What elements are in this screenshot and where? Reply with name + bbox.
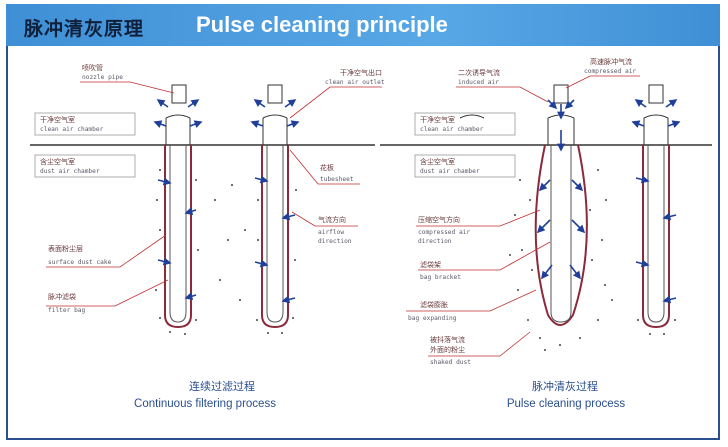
svg-text:花板: 花板 (320, 163, 334, 172)
svg-text:喷吹管: 喷吹管 (82, 63, 103, 72)
label-filter-bag: 脉冲滤袋 filter bag (46, 279, 169, 314)
label-airflow-direction: 气流方向 airflow direction (291, 211, 358, 245)
caption-pulse-cn: 脉冲清灰过程 (532, 379, 598, 393)
svg-text:induced air: induced air (458, 79, 499, 86)
svg-text:脉冲滤袋: 脉冲滤袋 (48, 292, 76, 301)
caption-continuous-cn: 连续过滤过程 (189, 379, 255, 393)
svg-text:compressed air: compressed air (418, 229, 470, 236)
svg-text:高速脉冲气流: 高速脉冲气流 (590, 57, 632, 66)
svg-text:dust air chamber: dust air chamber (420, 168, 480, 175)
title-bar: 脉冲清灰原理 Pulse cleaning principle (6, 4, 720, 46)
label-tubesheet: 花板 tubesheet (289, 149, 360, 185)
svg-text:clean air chamber: clean air chamber (40, 126, 104, 133)
nozzle-left-1 (165, 84, 191, 145)
svg-text:二次诱导气流: 二次诱导气流 (458, 68, 500, 77)
label-dust-air-chamber-right: 含尘空气室 dust air chamber (414, 154, 516, 178)
label-clean-air-chamber-left: 干净空气室 clean air chamber (34, 112, 136, 136)
airflow-arrows-left-1 (153, 99, 203, 300)
label-shaked-dust: 被抖落气流 外面的粉尘 shaked dust (428, 331, 531, 366)
svg-text:clean air chamber: clean air chamber (420, 126, 484, 133)
airflow-arrows-left-2 (250, 99, 300, 304)
svg-text:filter bag: filter bag (48, 307, 86, 314)
svg-text:direction: direction (318, 238, 352, 245)
label-clean-air-outlet: 干净空气出口 clean air outlet (289, 68, 385, 119)
dust-particles-left (155, 169, 297, 335)
svg-text:干净空气出口: 干净空气出口 (340, 68, 382, 77)
filter-bag-right (642, 145, 670, 329)
label-compressed-air-direction: 压缩空气方向 compressed air direction (416, 209, 541, 245)
label-surface-dust-cake: 表面粉尘层 surface dust cake (46, 234, 167, 268)
svg-text:bag expanding: bag expanding (408, 315, 457, 322)
label-bag-expanding: 滤袋膨胀 bag expanding (406, 289, 537, 322)
svg-text:含尘空气室: 含尘空气室 (40, 157, 75, 166)
svg-text:shaked dust: shaked dust (430, 359, 471, 366)
svg-text:compressed air: compressed air (584, 68, 636, 75)
caption-continuous-en: Continuous filtering process (134, 398, 276, 410)
svg-text:含尘空气室: 含尘空气室 (420, 157, 455, 166)
airflow-arrows-right-far (631, 99, 681, 304)
svg-text:nozzle pipe: nozzle pipe (82, 74, 123, 81)
svg-text:tubesheet: tubesheet (320, 176, 354, 183)
svg-text:滤袋膨胀: 滤袋膨胀 (420, 300, 448, 309)
svg-text:干净空气室: 干净空气室 (420, 115, 455, 124)
nozzle-right-center (547, 84, 575, 145)
title-english: Pulse cleaning principle (196, 12, 448, 37)
svg-text:direction: direction (418, 238, 452, 245)
label-dust-air-chamber-left: 含尘空气室 dust air chamber (34, 154, 136, 178)
filter-bag-left-1 (164, 145, 192, 329)
nozzle-right-left (459, 114, 485, 119)
nozzle-left-2 (262, 84, 288, 145)
label-clean-air-chamber-right: 干净空气室 clean air chamber (414, 112, 516, 136)
svg-text:被抖落气流: 被抖落气流 (430, 335, 465, 344)
caption-pulse-en: Pulse cleaning process (507, 398, 626, 410)
diagram-frame (6, 4, 720, 440)
svg-text:气流方向: 气流方向 (318, 215, 346, 224)
svg-text:滤袋架: 滤袋架 (420, 260, 441, 269)
filter-bag-expanding (534, 144, 588, 326)
label-compressed-air: 高速脉冲气流 compressed air (565, 57, 640, 89)
title-chinese: 脉冲清灰原理 (24, 18, 145, 40)
svg-text:clean air outlet: clean air outlet (325, 79, 385, 86)
svg-text:干净空气室: 干净空气室 (40, 115, 75, 124)
filter-bag-left-2 (261, 145, 289, 329)
label-induced-air: 二次诱导气流 induced air (456, 68, 549, 103)
svg-text:dust air chamber: dust air chamber (40, 168, 100, 175)
svg-text:表面粉尘层: 表面粉尘层 (48, 244, 83, 253)
label-bag-bracket: 滤袋架 bag bracket (418, 241, 551, 281)
svg-text:surface dust cake: surface dust cake (48, 259, 112, 266)
nozzle-right-far (643, 84, 669, 145)
svg-text:bag bracket: bag bracket (420, 274, 461, 281)
pulse-arrows-right (536, 99, 586, 280)
label-nozzle-pipe: 喷吹管 nozzle pipe (80, 63, 175, 94)
dust-particles-right (509, 169, 676, 351)
svg-text:压缩空气方向: 压缩空气方向 (418, 215, 460, 224)
svg-text:airflow: airflow (318, 229, 344, 236)
svg-text:外面的粉尘: 外面的粉尘 (430, 345, 465, 354)
